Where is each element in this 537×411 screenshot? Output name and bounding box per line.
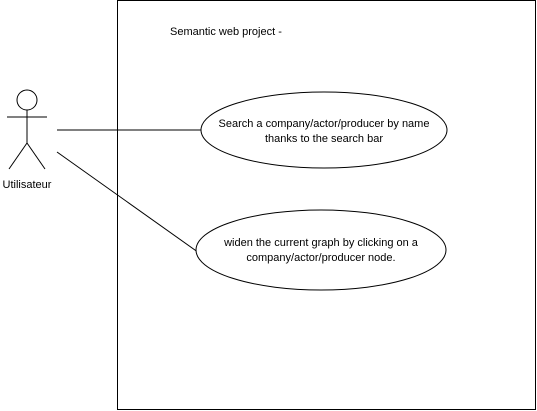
actor-head	[16, 89, 38, 111]
use-case-widen-ellipse	[195, 209, 447, 291]
association-line-widen	[56, 151, 203, 256]
actor-left-leg	[8, 142, 28, 170]
use-case-search-ellipse	[200, 91, 448, 169]
use-case-search: Search a company/actor/producer by name …	[200, 91, 448, 169]
use-case-widen: widen the current graph by clicking on a…	[195, 209, 447, 291]
actor-label: Utilisateur	[3, 179, 52, 191]
use-case-widen-label-line2: company/actor/producer node.	[246, 252, 395, 264]
use-case-widen-label-line1: widen the current graph by clicking on a	[223, 237, 419, 249]
actor-right-leg	[26, 142, 46, 170]
system-title: Semantic web project -	[170, 26, 282, 38]
use-case-search-label-line2: thanks to the search bar	[265, 133, 383, 145]
use-case-search-label-line1: Search a company/actor/producer by name	[219, 118, 430, 130]
actor-figure	[7, 89, 47, 170]
system-boundary	[117, 0, 536, 410]
